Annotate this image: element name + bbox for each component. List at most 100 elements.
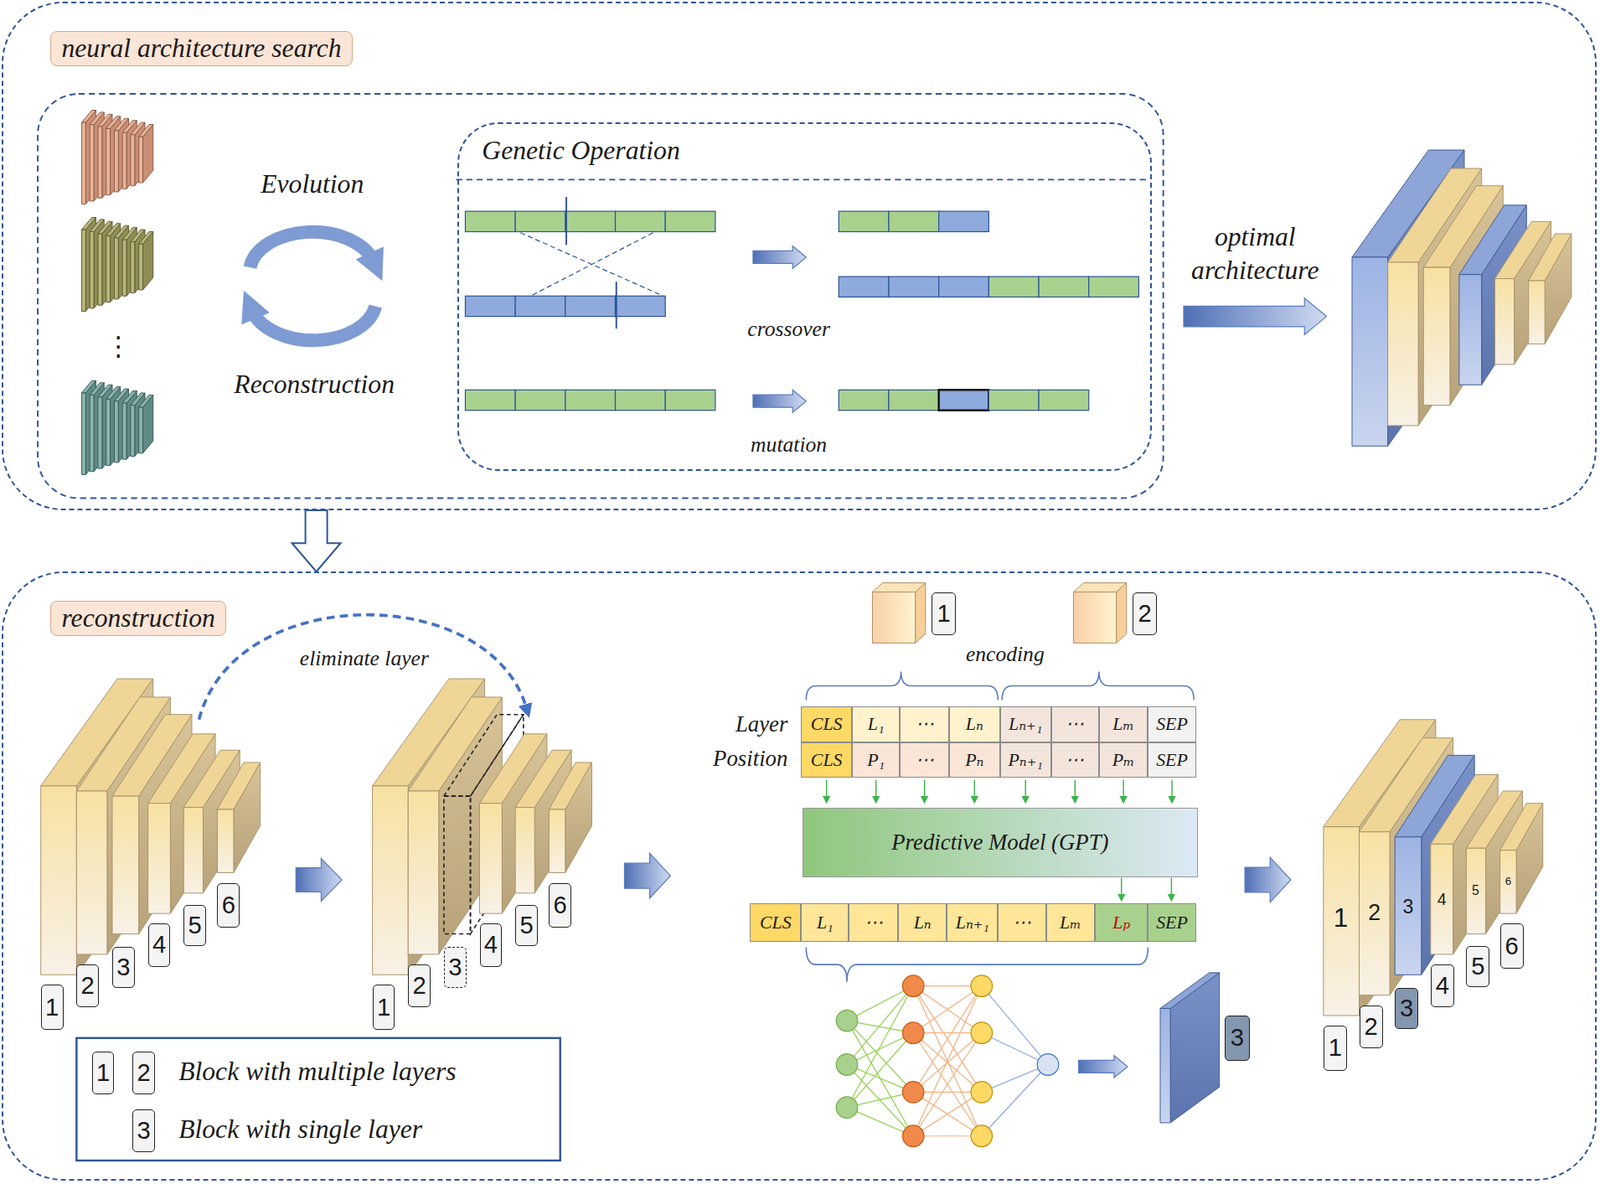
mlp-link: [913, 1032, 982, 1136]
callout-number: 4: [148, 923, 171, 966]
layer-face: [548, 809, 565, 873]
callout-number: 6: [1500, 923, 1524, 969]
table-cell: Lₙ₊₁: [1000, 706, 1052, 743]
layer-face: [112, 795, 140, 934]
population-member: [81, 216, 153, 311]
table-cell: ⋯: [1051, 706, 1100, 743]
layer-face: [1388, 262, 1420, 426]
callout-number: 3: [112, 946, 135, 988]
callout-number: 4: [480, 923, 503, 966]
layer-face: [1528, 233, 1572, 281]
row-heading: Position: [712, 745, 788, 774]
mlp-link: [913, 985, 982, 1093]
table-cell: Lₘ: [1099, 706, 1148, 743]
table-cell: Pₙ: [949, 742, 1001, 779]
table-cell: ⋯: [997, 903, 1046, 942]
input-arrow: [875, 779, 877, 799]
gene-cell: [838, 389, 889, 410]
layer-face: [407, 790, 439, 955]
gene-cell: [888, 389, 940, 410]
evolution-frame: [37, 93, 1164, 498]
text-label: ⋮: [104, 330, 132, 364]
text-label: 4: [1437, 888, 1447, 909]
layer-face: [41, 785, 78, 975]
section-tag: neural architecture search: [50, 30, 352, 67]
gene-cell: [565, 211, 616, 232]
text-label: optimal architecture: [1158, 221, 1353, 288]
mlp-link: [981, 1063, 1048, 1136]
mlp-neuron: [902, 1021, 924, 1044]
table-cell: SEP: [1147, 706, 1196, 743]
legend-entry: Block with multiple layers: [178, 1056, 456, 1087]
layer-face: [1073, 583, 1126, 593]
mlp-neuron: [970, 1081, 993, 1104]
gene-cell: [1038, 389, 1090, 410]
output-arrow: [1171, 877, 1172, 897]
dashed-panel: reconstructionPredictive Model (GPT): [1, 571, 1597, 1181]
input-arrow: [974, 779, 976, 799]
cycle-arrow: [249, 232, 373, 268]
layer-face: [122, 132, 127, 189]
gene-cell: [565, 389, 616, 410]
gene-cell: [665, 211, 716, 232]
input-arrow: [1171, 779, 1172, 799]
layer-face: [113, 130, 119, 192]
callout-number: 6: [548, 882, 572, 929]
mlp-neuron: [970, 1125, 993, 1147]
table-cell: Lₚ: [1094, 903, 1148, 942]
gene-cell: [464, 211, 516, 232]
gene-cell: [565, 295, 616, 316]
layer-face: [1459, 274, 1482, 386]
layer-face: [81, 122, 86, 204]
layer-face: [106, 398, 111, 465]
layer-face: [106, 235, 111, 302]
flow-arrow: [753, 246, 806, 269]
mlp-link: [913, 985, 982, 1093]
layer-face: [1160, 972, 1220, 1009]
callout-number: 2: [132, 1051, 155, 1095]
layer-face: [216, 762, 260, 810]
table-cell: CLS: [800, 742, 852, 779]
crossover-line: [520, 232, 664, 297]
layer-face: [148, 803, 171, 914]
gene-cell: [615, 295, 666, 316]
layer-face: [1394, 836, 1422, 975]
mlp-link: [913, 1091, 982, 1136]
layer-face: [1500, 850, 1517, 914]
mlp-neuron: [970, 975, 993, 997]
gene-cell: [838, 211, 889, 232]
table-cell: Lₙ₊₁: [946, 903, 998, 942]
gene-cell: [515, 211, 566, 232]
layer-face: [872, 583, 925, 593]
layer-face: [1116, 583, 1127, 644]
layer-face: [113, 401, 119, 463]
population-member: [81, 110, 153, 205]
flow-arrow: [624, 852, 671, 899]
text-label: 5: [1471, 882, 1480, 900]
table-cell: SEP: [1147, 742, 1196, 779]
table-cell: ⋯: [848, 903, 898, 942]
layer-face: [139, 136, 144, 183]
flow-arrow: [295, 857, 342, 901]
box-title: Predictive Model (GPT): [891, 829, 1109, 856]
layer-face: [548, 762, 592, 810]
layer-face: [1073, 592, 1116, 644]
callout-number: 3: [132, 1109, 155, 1152]
table-cell: Lₘ: [1046, 903, 1095, 942]
mlp-neuron: [902, 1081, 924, 1104]
callout-number: 3: [1394, 987, 1419, 1029]
layer-face: [122, 239, 127, 296]
table-cell: ⋯: [899, 706, 949, 743]
layer-face: [89, 394, 94, 471]
flow-arrow: [1078, 1055, 1128, 1079]
layer-face: [130, 134, 135, 186]
layer-face: [1160, 1007, 1171, 1122]
input-arrow: [1024, 779, 1026, 799]
layer-face: [1352, 257, 1389, 446]
gene-cell: [1038, 276, 1090, 297]
callout-number: 4: [1430, 964, 1455, 1007]
layer-face: [130, 405, 135, 457]
table-cell: CLS: [800, 706, 852, 743]
text-label: 3: [1403, 893, 1415, 919]
brace: [1001, 671, 1194, 701]
